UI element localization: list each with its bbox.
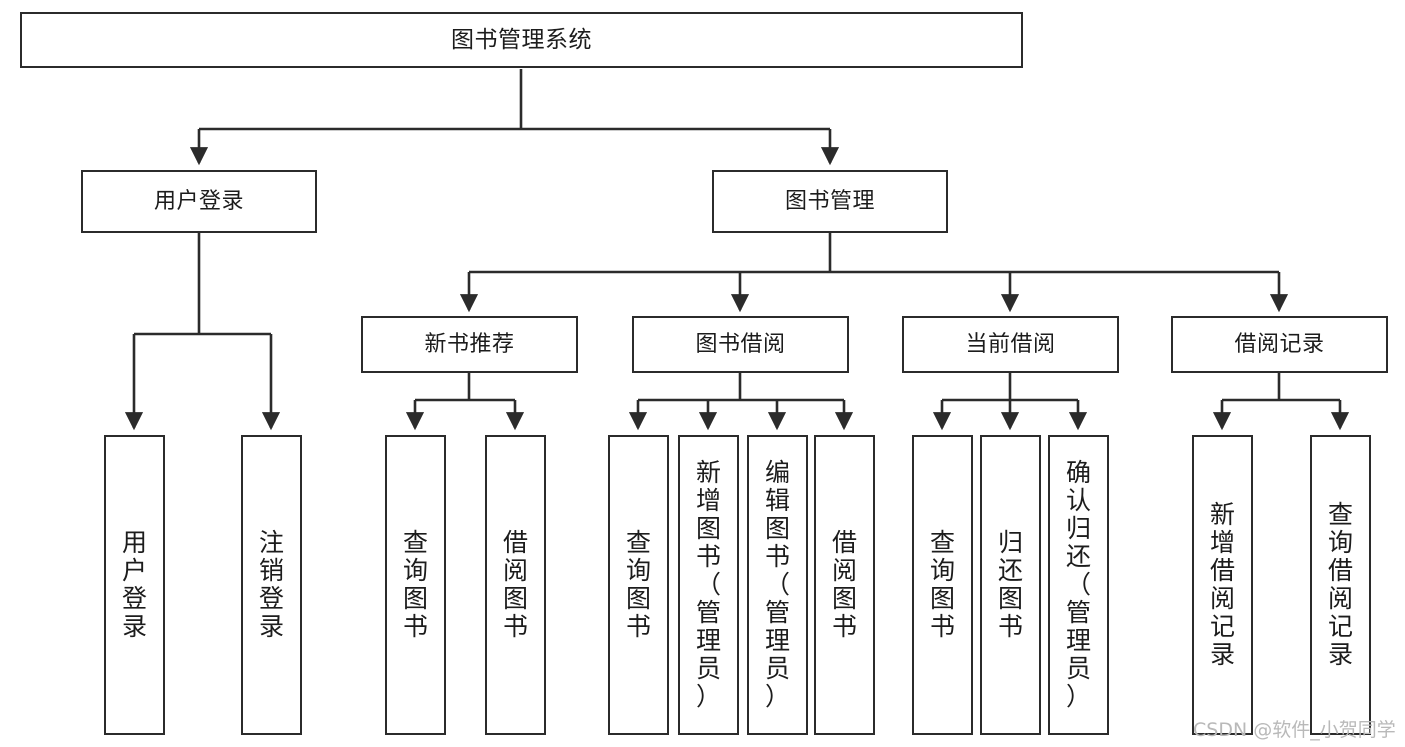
node-leaf-query-record-label: 查询借阅记录 xyxy=(1327,500,1353,669)
node-borrow-record[interactable]: 借阅记录 xyxy=(1171,316,1388,373)
node-leaf-borrow-book-1[interactable]: 借阅图书 xyxy=(485,435,546,735)
node-leaf-query-book-1[interactable]: 查询图书 xyxy=(385,435,446,735)
node-current-borrow[interactable]: 当前借阅 xyxy=(902,316,1119,373)
node-leaf-borrow-book-2-label: 借阅图书 xyxy=(831,528,857,641)
node-book-borrow[interactable]: 图书借阅 xyxy=(632,316,849,373)
node-leaf-confirm-return-label: 确认归还（管理员） xyxy=(1065,458,1091,711)
node-leaf-return-book[interactable]: 归还图书 xyxy=(980,435,1041,735)
node-leaf-query-record[interactable]: 查询借阅记录 xyxy=(1310,435,1371,735)
csdn-watermark: CSDN @软件_小贺同学 xyxy=(1193,719,1396,741)
node-leaf-edit-book[interactable]: 编辑图书（管理员） xyxy=(747,435,808,735)
node-leaf-add-record[interactable]: 新增借阅记录 xyxy=(1192,435,1253,735)
node-leaf-edit-book-label: 编辑图书（管理员） xyxy=(764,458,790,711)
node-leaf-logout-label: 注销登录 xyxy=(258,528,284,641)
node-root[interactable]: 图书管理系统 xyxy=(20,12,1023,68)
node-book-manage[interactable]: 图书管理 xyxy=(712,170,948,233)
node-leaf-return-book-label: 归还图书 xyxy=(997,528,1023,641)
node-leaf-add-record-label: 新增借阅记录 xyxy=(1209,500,1235,669)
node-leaf-borrow-book-2[interactable]: 借阅图书 xyxy=(814,435,875,735)
node-leaf-confirm-return[interactable]: 确认归还（管理员） xyxy=(1048,435,1109,735)
node-leaf-query-book-3[interactable]: 查询图书 xyxy=(912,435,973,735)
node-new-book-recommend-label: 新书推荐 xyxy=(424,331,515,357)
node-leaf-add-book-label: 新增图书（管理员） xyxy=(695,458,721,711)
node-leaf-logout[interactable]: 注销登录 xyxy=(241,435,302,735)
node-leaf-query-book-2[interactable]: 查询图书 xyxy=(608,435,669,735)
node-leaf-user-login[interactable]: 用户登录 xyxy=(104,435,165,735)
node-current-borrow-label: 当前借阅 xyxy=(965,331,1056,357)
node-user-login-label: 用户登录 xyxy=(153,188,244,214)
node-leaf-query-book-3-label: 查询图书 xyxy=(929,528,955,641)
node-new-book-recommend[interactable]: 新书推荐 xyxy=(361,316,578,373)
node-user-login[interactable]: 用户登录 xyxy=(81,170,317,233)
node-leaf-user-login-label: 用户登录 xyxy=(121,528,147,641)
node-leaf-query-book-2-label: 查询图书 xyxy=(625,528,651,641)
node-book-manage-label: 图书管理 xyxy=(784,188,875,214)
node-book-borrow-label: 图书借阅 xyxy=(695,331,786,357)
node-borrow-record-label: 借阅记录 xyxy=(1234,331,1325,357)
node-root-label: 图书管理系统 xyxy=(451,26,592,53)
node-leaf-query-book-1-label: 查询图书 xyxy=(402,528,428,641)
node-leaf-borrow-book-1-label: 借阅图书 xyxy=(502,528,528,641)
node-leaf-add-book[interactable]: 新增图书（管理员） xyxy=(678,435,739,735)
